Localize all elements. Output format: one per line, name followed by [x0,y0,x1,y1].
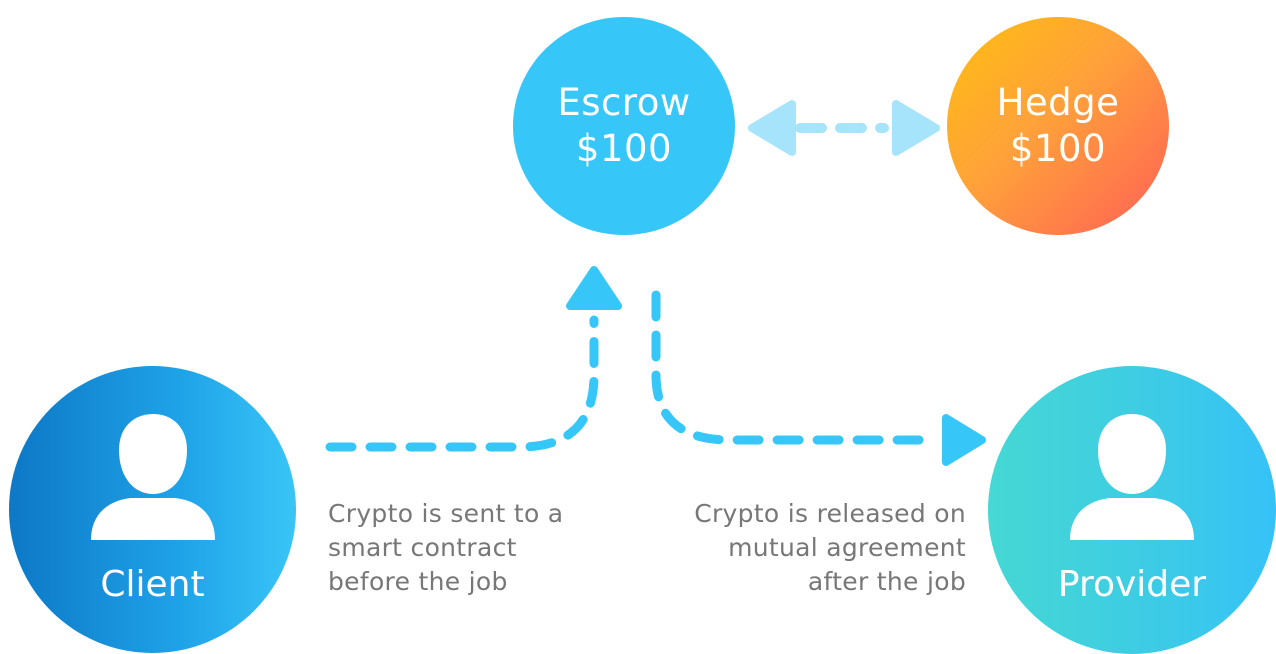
provider-node: Provider [988,366,1276,654]
escrow-title: Escrow [557,81,691,124]
client-to-escrow-arrow [325,266,622,452]
escrow-to-provider-arrow [651,290,986,466]
escrow-node: Escrow $100 [513,17,735,235]
escrow-amount: $100 [575,127,673,170]
caption-line: Crypto is released on [694,499,966,528]
client-node: Client [9,366,296,653]
caption-line: smart contract [328,533,517,562]
provider-label: Provider [1057,564,1207,605]
hedge-title: Hedge [996,81,1120,124]
send-caption: Crypto is sent to a smart contract befor… [328,497,563,599]
hedge-node: Hedge $100 [947,17,1169,235]
user-icon [1070,414,1194,540]
caption-line: after the job [807,567,966,596]
release-caption: Crypto is released on mutual agreement a… [620,497,966,599]
caption-line: mutual agreement [728,533,966,562]
caption-line: before the job [328,567,508,596]
escrow-hedge-double-arrow [748,100,940,156]
user-icon [90,414,215,540]
hedge-amount: $100 [1009,127,1107,170]
caption-line: Crypto is sent to a [328,499,564,528]
client-label: Client [100,564,205,605]
